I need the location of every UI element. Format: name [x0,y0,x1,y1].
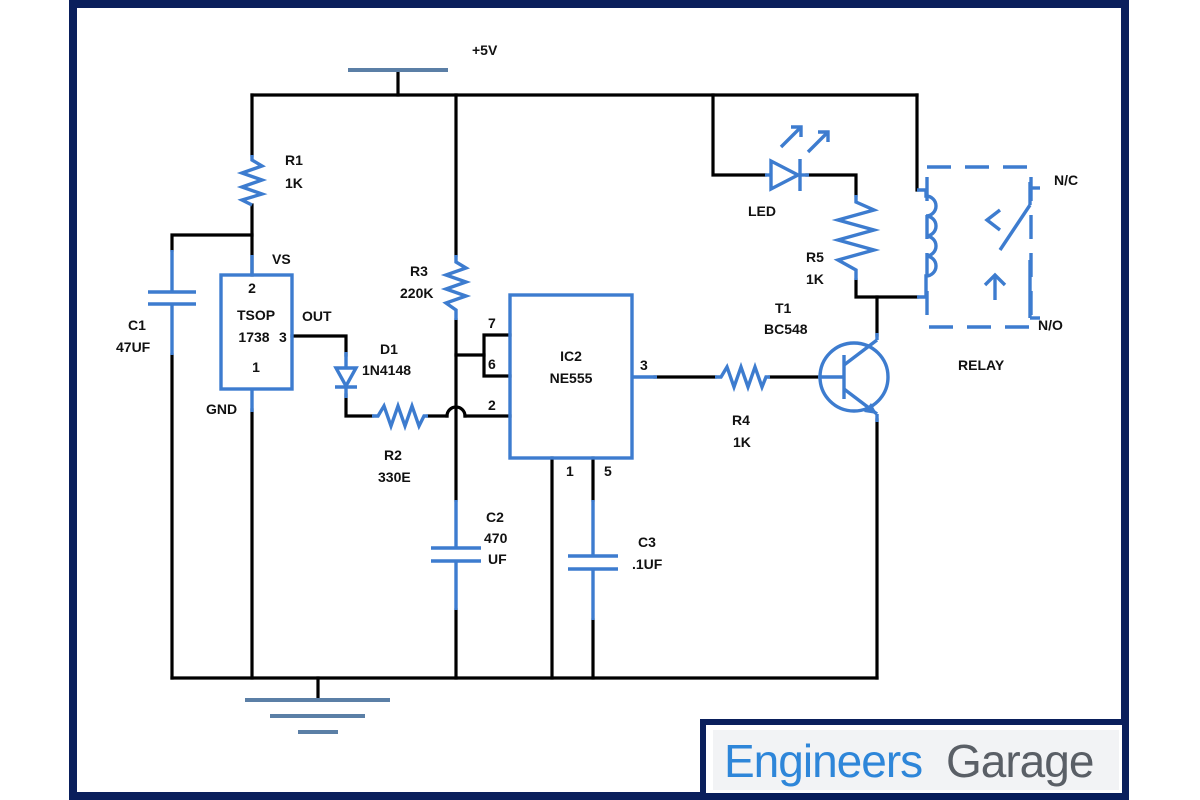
tsop-pin3-number: 3 [279,329,287,345]
t1-model: BC548 [764,321,808,337]
d1-value: 1N4148 [362,362,411,378]
ic2-pin7-number: 7 [488,315,496,331]
r4-value: 1K [733,434,751,450]
logo-text-garage: Garage [946,735,1093,787]
r5-value: 1K [806,271,824,287]
supply-label: +5V [472,42,498,58]
c2-value-line2: UF [488,551,507,567]
c1-capacitor [148,250,196,355]
ground-symbol [245,698,390,734]
r3-value: 220K [400,285,433,301]
ic2-pin5-number: 5 [604,463,612,479]
r1-resistor [236,155,268,207]
ic2-ne555 [508,293,657,460]
d1-diode [333,352,359,398]
r1-name: R1 [285,152,303,168]
t1-name: T1 [775,300,792,316]
led-diode [765,125,830,192]
r3-name: R3 [410,263,428,279]
c1-name: C1 [128,317,146,333]
c1-value: 47UF [116,339,151,355]
r3-resistor [440,255,472,320]
wires [170,68,919,702]
c3-name: C3 [638,534,656,550]
ic2-model: NE555 [550,370,593,386]
engineers-garage-logo: Engineers Garage [700,719,1128,799]
ic2-pin2-number: 2 [488,397,496,413]
ic2-pin1-number: 1 [566,463,574,479]
ic2-pin3-number: 3 [640,357,648,373]
r4-name: R4 [732,412,750,428]
r2-name: R2 [384,447,402,463]
r4-resistor [715,361,770,393]
ic2-name: IC2 [560,348,582,364]
r2-resistor [372,400,428,432]
tsop-pin-vs: VS [272,251,291,267]
d1-name: D1 [380,341,398,357]
t1-transistor [818,333,890,422]
tsop-pin-out: OUT [302,308,332,324]
tsop-model: 1738 [238,329,269,345]
r2-value: 330E [378,469,411,485]
ic2-pin6-number: 6 [488,356,496,372]
tsop-pin-gnd: GND [206,401,237,417]
c2-value-line1: 470 [484,530,508,546]
r5-name: R5 [806,249,824,265]
led-name: LED [748,203,776,219]
r1-value: 1K [285,175,303,191]
c2-capacitor [431,500,481,610]
tsop-name: TSOP [237,307,275,323]
r5-resistor [831,195,881,280]
c2-name: C2 [486,509,504,525]
tsop-pin2-number: 2 [248,280,256,296]
c3-capacitor [568,500,618,620]
logo-text-engineers: Engineers [724,735,922,787]
diagram-border [69,0,1129,800]
tsop-pin1-number: 1 [252,359,260,375]
relay-nc-label: N/C [1054,172,1078,188]
c3-value: .1UF [632,556,663,572]
tsop-sensor [219,255,294,412]
relay-no-label: N/O [1038,317,1063,333]
relay [917,165,1040,329]
relay-name: RELAY [958,357,1005,373]
